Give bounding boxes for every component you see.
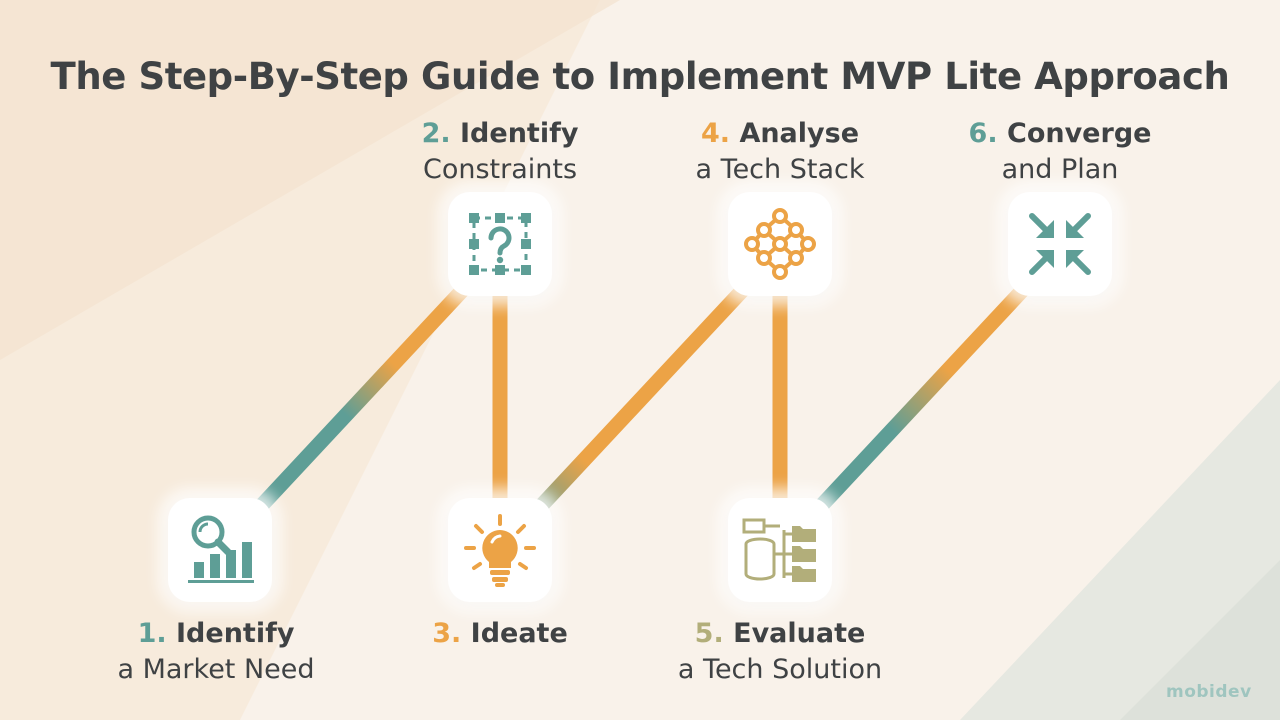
lightbulb-icon (464, 514, 536, 587)
step-1-label: 1. Identify a Market Need (86, 616, 346, 688)
step-4-headline: Analyse (739, 118, 860, 149)
step-1-headline: Identify (176, 618, 295, 649)
connector-5-6 (774, 244, 1066, 556)
step-6-headline: Converge (1007, 118, 1152, 149)
step-6-number: 6. (968, 118, 998, 149)
step-4-subtitle: a Tech Stack (695, 154, 865, 185)
step-3-node (448, 498, 552, 602)
step-6-subtitle: and Plan (1001, 154, 1119, 185)
step-6-node (1008, 192, 1112, 296)
step-1-node (168, 498, 272, 602)
step-4-number: 4. (700, 118, 731, 149)
step-3-number: 3. (432, 618, 462, 649)
connector-1-2 (214, 244, 506, 556)
step-1-subtitle: a Market Need (117, 654, 315, 685)
step-2-node (448, 192, 552, 296)
step-5-label: 5. Evaluate a Tech Solution (650, 616, 910, 688)
step-2-number: 2. (421, 118, 451, 149)
database-folders-icon (742, 518, 816, 582)
network-nodes-icon (744, 208, 816, 280)
question-constraints-icon (469, 213, 531, 275)
converge-arrows-icon (1029, 213, 1091, 275)
step-4-label: 4. Analyse a Tech Stack (650, 116, 910, 188)
step-5-subtitle: a Tech Solution (677, 654, 883, 685)
mobidev-logo: mobidev (1166, 682, 1252, 702)
step-6-label: 6. Converge and Plan (930, 116, 1190, 188)
page-title: The Step-By-Step Guide to Implement MVP … (50, 54, 1230, 98)
step-3-label: 3. Ideate (370, 616, 630, 652)
step-2-subtitle: Constraints (422, 154, 578, 185)
step-5-number: 5. (694, 618, 724, 649)
step-2-label: 2. Identify Constraints (370, 116, 630, 188)
market-analysis-icon (188, 515, 254, 583)
step-5-headline: Evaluate (733, 618, 866, 649)
step-2-headline: Identify (460, 118, 579, 149)
step-1-number: 1. (137, 618, 167, 649)
step-5-node (728, 498, 832, 602)
step-4-node (728, 192, 832, 296)
connector-3-4 (494, 244, 786, 556)
step-3-headline: Ideate (470, 618, 568, 649)
